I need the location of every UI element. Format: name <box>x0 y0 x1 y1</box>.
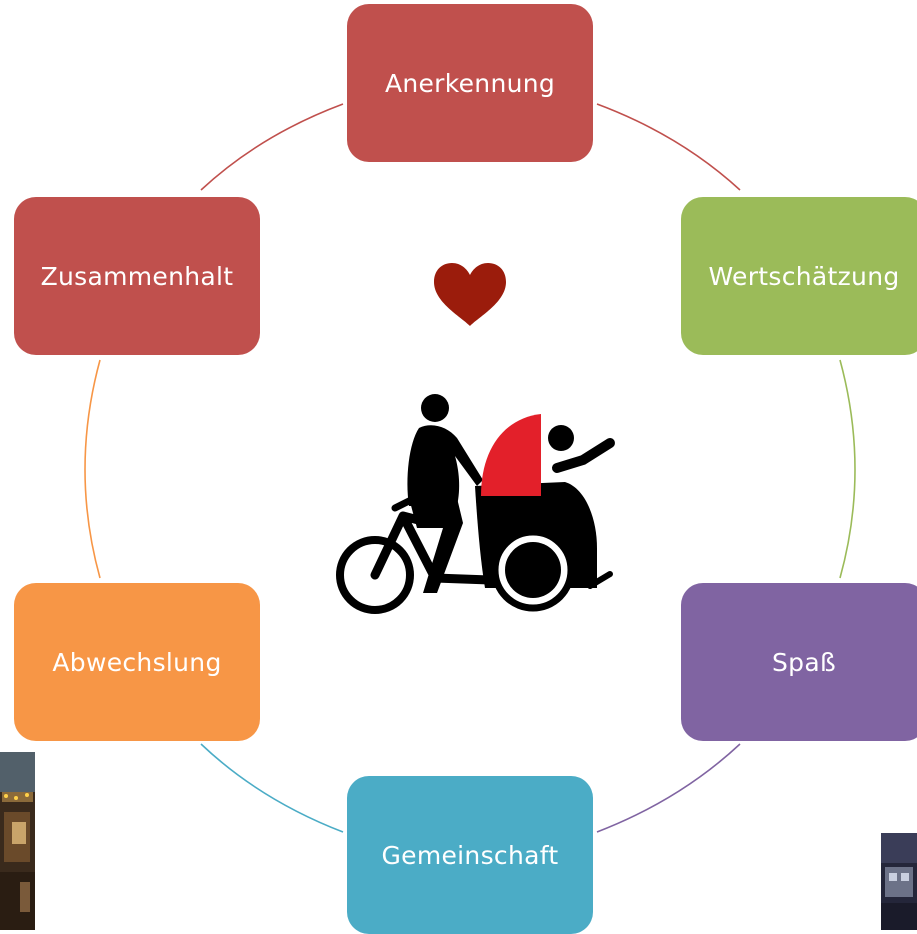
node-label: Gemeinschaft <box>381 840 559 870</box>
connector-spass-gemeinschaft <box>596 743 741 833</box>
node-zusammenhalt: Zusammenhalt <box>14 197 260 355</box>
node-label: Zusammenhalt <box>40 261 234 291</box>
node-wertschaetzung: Wertschätzung <box>681 197 917 355</box>
heart-icon <box>434 263 506 326</box>
node-label: Wertschätzung <box>708 261 900 291</box>
rickshaw-bike-icon <box>336 394 615 614</box>
connector-gemeinschaft-abwechslung <box>200 743 344 833</box>
photo-fragment-left <box>0 752 35 930</box>
node-gemeinschaft: Gemeinschaft <box>347 776 593 934</box>
node-abwechslung: Abwechslung <box>14 583 260 741</box>
connector-wertschaetzung-spass <box>839 359 856 579</box>
node-spass: Spaß <box>681 583 917 741</box>
connector-abwechslung-zusammenhalt <box>84 359 101 579</box>
node-label: Abwechslung <box>52 647 222 677</box>
connector-zusammenhalt-anerkennung <box>200 103 344 191</box>
node-anerkennung: Anerkennung <box>347 4 593 162</box>
node-label: Anerkennung <box>384 68 556 98</box>
node-label: Spaß <box>771 647 836 677</box>
connector-anerkennung-wertschaetzung <box>596 103 741 191</box>
photo-fragment-right <box>881 833 917 930</box>
